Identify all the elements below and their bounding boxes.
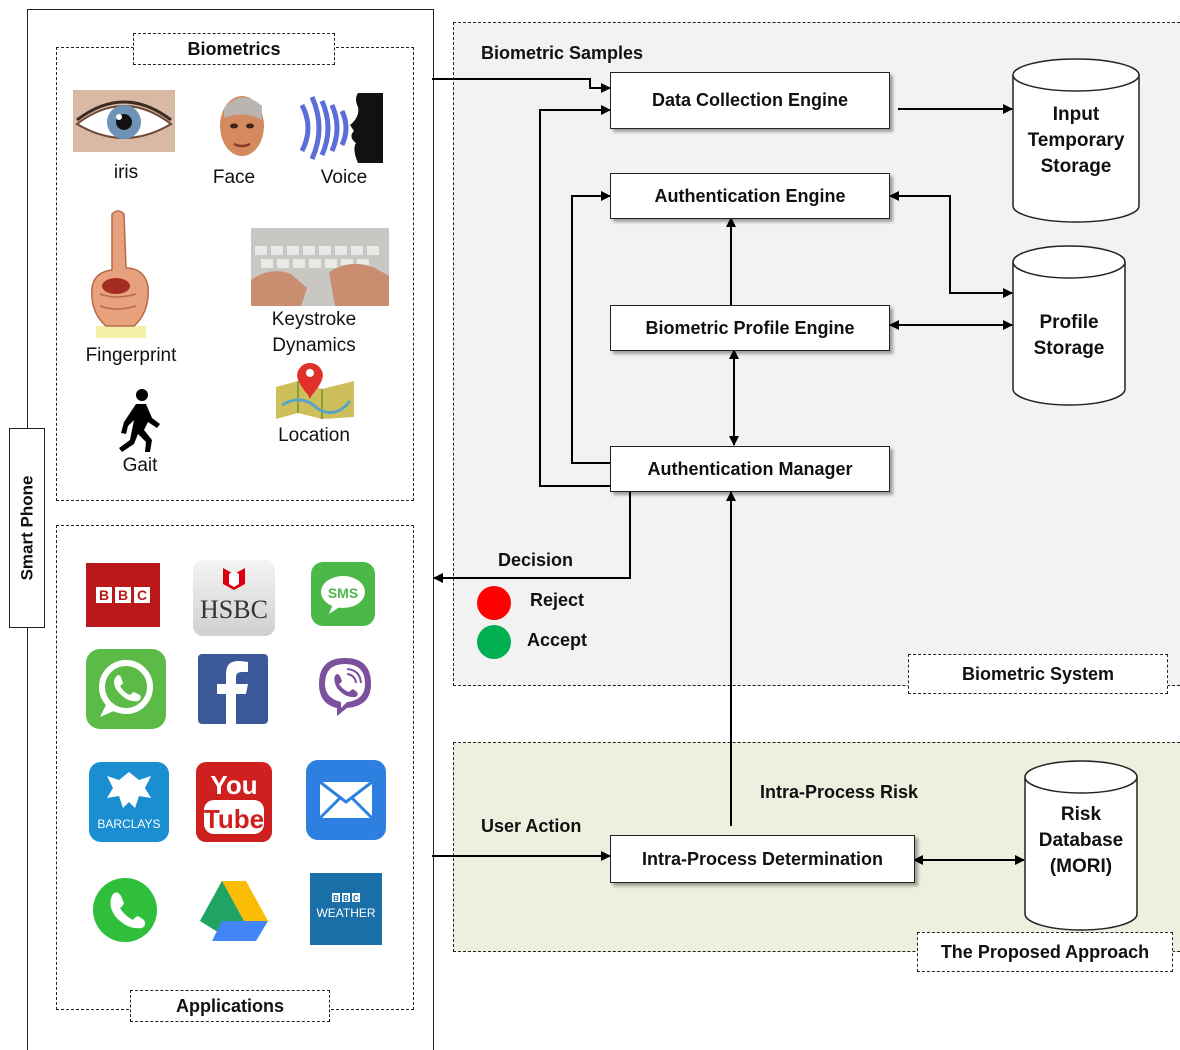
biometric-profile-engine: Biometric Profile Engine (610, 305, 890, 351)
youtube-icon[interactable]: You Tube (194, 762, 274, 842)
biometric-label-location: Location (278, 425, 350, 446)
sms-icon[interactable]: SMS (311, 562, 375, 626)
intra-process-determination: Intra-Process Determination (610, 835, 915, 883)
biometric-label-keystroke-text: Keystroke Dynamics (271, 309, 357, 356)
applications-title: Applications (130, 990, 330, 1022)
biometric-label-voice: Voice (320, 167, 368, 188)
biometrics-title: Biometrics (133, 33, 335, 65)
keyboard-icon (251, 228, 389, 306)
svg-text:B: B (343, 894, 349, 903)
bbc-weather-icon[interactable]: B B C WEATHER (310, 873, 382, 945)
profile-storage-label: Profile Storage (1033, 312, 1105, 359)
face-icon (214, 88, 270, 164)
authentication-engine: Authentication Engine (610, 173, 890, 219)
biometric-label-keystroke: Keystroke Dynamics (250, 307, 378, 359)
biometric-label-face: Face (212, 167, 256, 188)
biometric-label-gait: Gait (122, 455, 158, 476)
arrow-manager-to-collection (539, 105, 611, 487)
authentication-manager: Authentication Manager (610, 446, 890, 492)
voice-icon (296, 93, 383, 163)
google-drive-icon[interactable] (198, 875, 270, 945)
fingerprint-icon (82, 208, 158, 338)
bbc-icon[interactable]: B B C (86, 563, 160, 627)
biometric-samples-label: Biometric Samples (481, 43, 644, 63)
svg-text:Tube: Tube (204, 804, 264, 834)
proposed-approach-label: The Proposed Approach (917, 932, 1173, 972)
arrow-decision (433, 490, 631, 583)
svg-text:C: C (353, 894, 359, 903)
risk-database-label: Risk Database (MORI) (1038, 804, 1124, 877)
user-action-label: User Action (481, 816, 582, 836)
risk-database: Risk Database (MORI) (1024, 760, 1138, 932)
walking-person-icon (112, 388, 164, 454)
input-temporary-storage: Input Temporary Storage (1012, 58, 1140, 224)
facebook-icon[interactable] (198, 654, 268, 724)
svg-text:WEATHER: WEATHER (316, 906, 375, 920)
svg-text:B: B (333, 894, 339, 903)
arrow-auth-profile-storage (889, 191, 1013, 298)
reject-indicator (477, 586, 511, 620)
whatsapp-icon[interactable] (86, 649, 166, 729)
arrow-manager-to-auth (571, 191, 611, 464)
intra-process-risk-label: Intra-Process Risk (760, 782, 919, 802)
reject-label: Reject (530, 590, 585, 610)
svg-text:SMS: SMS (328, 585, 358, 601)
data-collection-engine: Data Collection Engine (610, 72, 890, 129)
eye-icon (73, 90, 175, 152)
input-storage-label: Input Temporary Storage (1027, 104, 1125, 177)
accept-label: Accept (527, 630, 588, 650)
map-pin-icon (272, 363, 358, 419)
viber-icon[interactable] (313, 654, 377, 718)
smartphone-label-box: Smart Phone (9, 428, 45, 628)
biometric-label-iris: iris (113, 162, 139, 183)
svg-text:BARCLAYS: BARCLAYS (97, 817, 160, 831)
barclays-icon[interactable]: BARCLAYS (89, 762, 169, 842)
profile-storage: Profile Storage (1012, 245, 1126, 407)
biometric-label-fingerprint: Fingerprint (85, 345, 177, 366)
mail-icon[interactable] (306, 760, 386, 840)
svg-text:You: You (210, 770, 257, 800)
arrow-samples (432, 78, 611, 93)
hsbc-icon[interactable]: HSBC (193, 560, 275, 636)
biometric-system-label: Biometric System (908, 654, 1168, 694)
accept-indicator (477, 625, 511, 659)
phone-icon[interactable] (93, 878, 157, 942)
svg-text:HSBC: HSBC (200, 595, 268, 624)
decision-label: Decision (498, 550, 574, 570)
